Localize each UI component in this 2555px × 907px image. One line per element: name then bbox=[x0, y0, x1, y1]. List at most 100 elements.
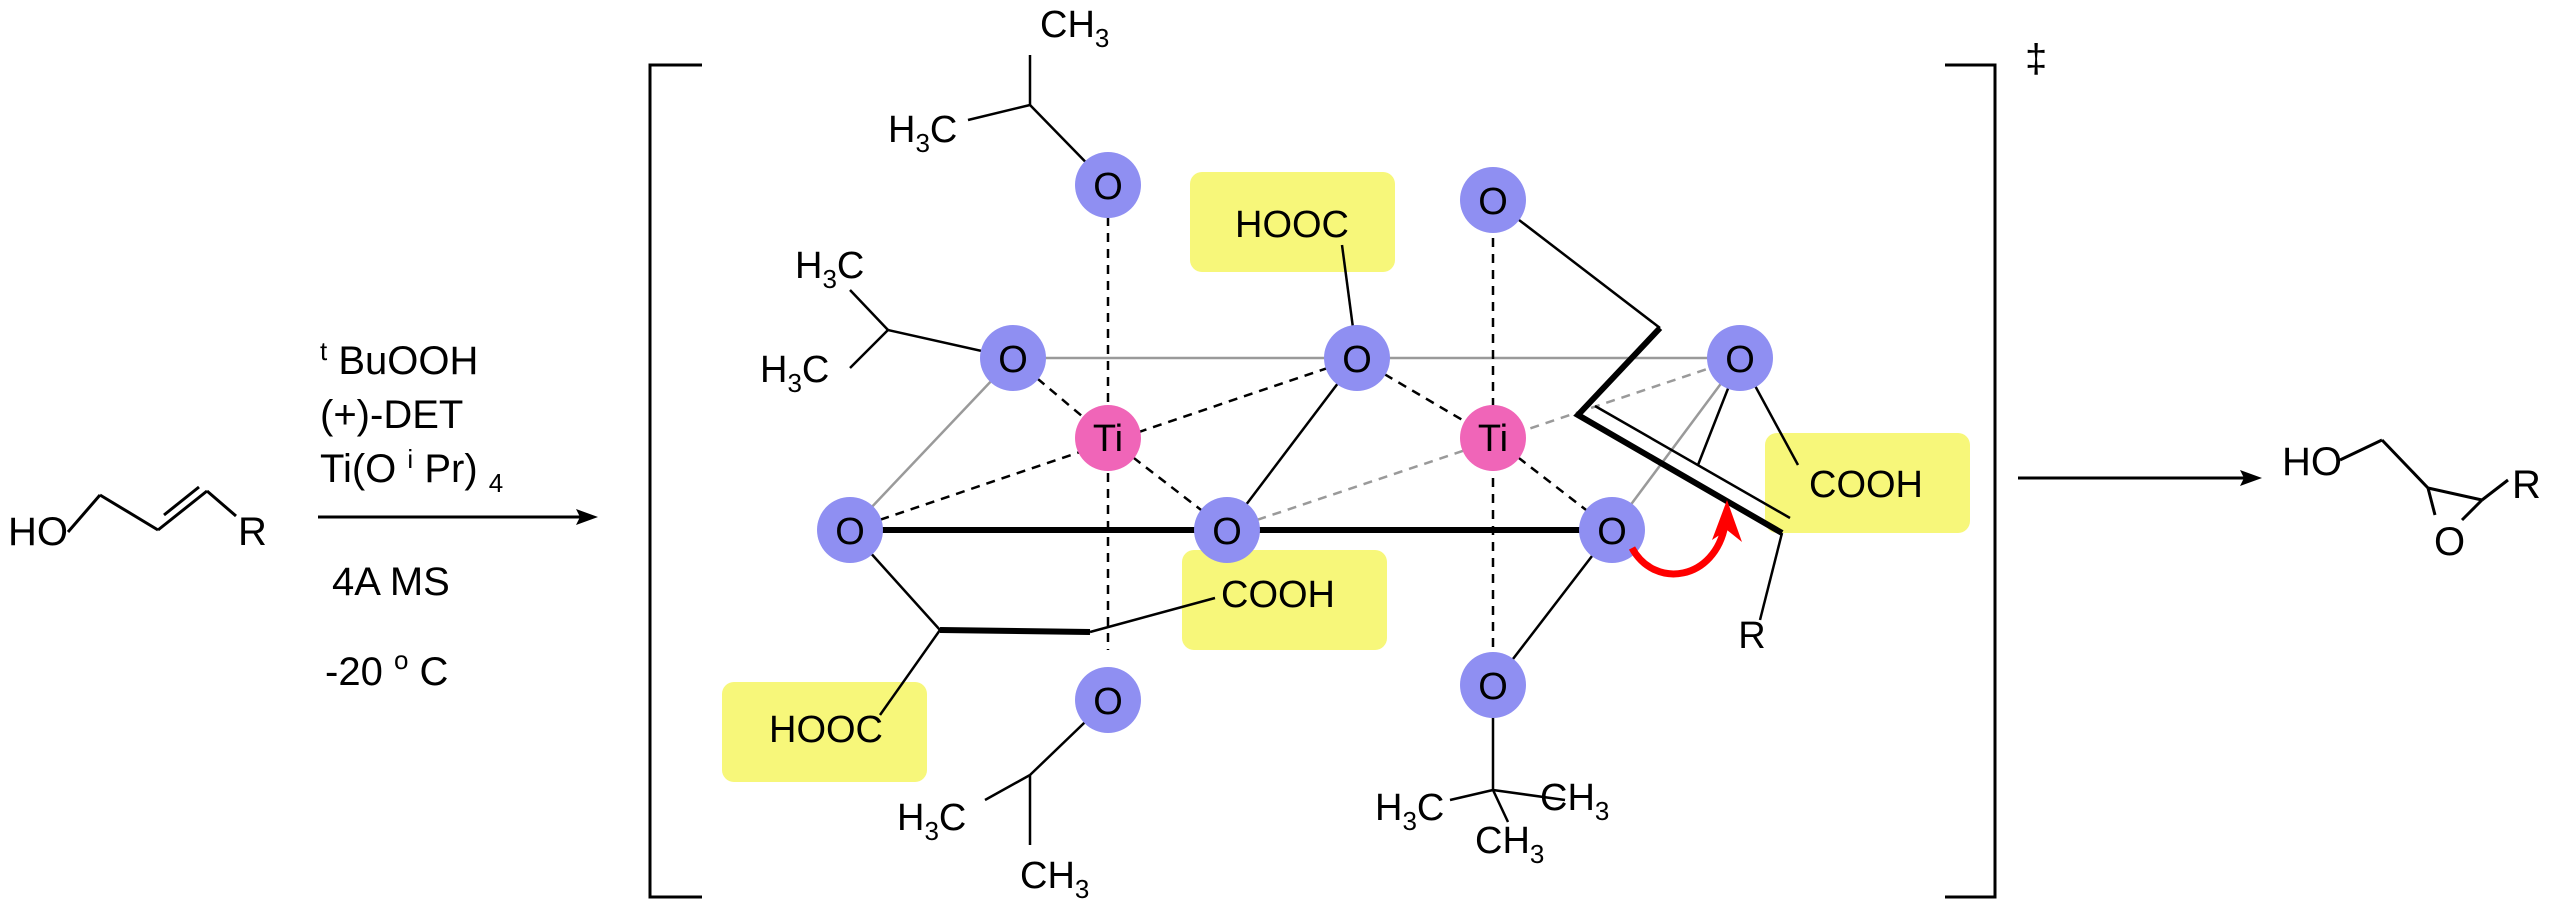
methyl-ch: CH bbox=[1540, 777, 1595, 819]
condition-temperature-post: C bbox=[420, 650, 449, 694]
reactant-double-bond bbox=[157, 489, 208, 532]
dashed-bond-light bbox=[1226, 356, 1741, 532]
r-label-ts: R bbox=[1738, 615, 1765, 657]
cooh-label-right: COOH bbox=[1809, 464, 1923, 506]
reactant-allylic-alcohol: HO R bbox=[8, 485, 267, 554]
reactant-r-label: R bbox=[238, 510, 267, 554]
methyl-label-tbu-right: CH3 bbox=[1540, 777, 1609, 826]
condition-catalyst-pre: Ti(O bbox=[320, 447, 396, 491]
methyl-label-left-2: H3C bbox=[760, 349, 829, 398]
oxygen-label: O bbox=[1212, 511, 1242, 553]
hooc-label-bottom: HOOC bbox=[769, 709, 883, 751]
oxygen-label: O bbox=[1342, 339, 1372, 381]
condition-temperature: -20 o C bbox=[325, 634, 448, 694]
oxygen-atom-peroxide bbox=[1579, 497, 1645, 563]
methyl-label-left-top: H3C bbox=[888, 109, 957, 158]
methyl-ch: CH bbox=[1040, 4, 1095, 46]
alkene-double-bond-inner bbox=[1594, 404, 1791, 520]
titanium-atom-right bbox=[1460, 405, 1526, 471]
methyl-h: H bbox=[897, 797, 924, 839]
product-epoxide-co bbox=[2426, 487, 2437, 516]
reactant-bond bbox=[99, 493, 159, 532]
product-epoxide-co bbox=[2460, 498, 2484, 522]
hooc-label-top: HOOC bbox=[1235, 204, 1349, 246]
methyl-sub: 3 bbox=[822, 264, 836, 294]
product-bond bbox=[2339, 438, 2383, 462]
methyl-h: H bbox=[795, 245, 822, 287]
highlight-box-hooc-bottom bbox=[722, 682, 927, 782]
product-ho-label: HO bbox=[2282, 440, 2342, 484]
methyl-h: H bbox=[888, 109, 915, 151]
methyl-label-left-1: H3C bbox=[795, 245, 864, 294]
oxygen-atom bbox=[1460, 167, 1526, 233]
methyl-c: C bbox=[1417, 787, 1444, 829]
product-bond bbox=[2481, 478, 2509, 502]
condition-catalyst-sub: 4 bbox=[489, 468, 503, 498]
cooh-label-middle: COOH bbox=[1221, 574, 1335, 616]
reactant-bond bbox=[66, 494, 102, 533]
condition-catalyst-mid: Pr) bbox=[424, 447, 477, 491]
methyl-label-top: CH3 bbox=[1040, 4, 1109, 53]
oxygen-atom bbox=[1194, 497, 1260, 563]
oxygen-label: O bbox=[1478, 666, 1508, 708]
methyl-c: C bbox=[939, 797, 966, 839]
product-epoxide-cc bbox=[2427, 486, 2483, 502]
oxygen-atom bbox=[1075, 667, 1141, 733]
oxygen-label: O bbox=[998, 339, 1028, 381]
highlight-box-cooh-right bbox=[1765, 433, 1970, 533]
oxygen-atom bbox=[1324, 325, 1390, 391]
reactant-double-bond-inner bbox=[163, 485, 200, 517]
reactant-bond bbox=[206, 489, 237, 518]
condition-temperature-sup: o bbox=[394, 645, 408, 675]
product-r-label: R bbox=[2512, 463, 2541, 507]
methyl-c: C bbox=[930, 109, 957, 151]
titanium-atoms: Ti Ti bbox=[1075, 405, 1526, 471]
titanium-atom-left bbox=[1075, 405, 1141, 471]
product-bond bbox=[2380, 438, 2430, 490]
oxygen-atom bbox=[1460, 652, 1526, 718]
methyl-ch: CH bbox=[1475, 820, 1530, 862]
condition-sieves: 4A MS bbox=[332, 560, 450, 604]
highlight-box-cooh-middle bbox=[1182, 550, 1387, 650]
methyl-label-tbu-left: H3C bbox=[1375, 787, 1444, 836]
condition-ligand: (+)-DET bbox=[320, 393, 463, 437]
left-bracket bbox=[648, 63, 702, 899]
methyl-h: H bbox=[760, 349, 787, 391]
methyl-sub: 3 bbox=[1095, 23, 1109, 53]
oxygen-label: O bbox=[1478, 181, 1508, 223]
methyl-sub: 3 bbox=[924, 816, 938, 846]
methyl-sub: 3 bbox=[1595, 796, 1609, 826]
product-epoxy-alcohol: HO O R bbox=[2282, 438, 2541, 564]
oxygen-atom bbox=[1707, 325, 1773, 391]
condition-oxidant-superscript: t bbox=[320, 336, 328, 366]
dagger-symbol: ‡ bbox=[2025, 37, 2047, 81]
oxygen-label: O bbox=[1093, 166, 1123, 208]
transition-state: ‡ bbox=[648, 4, 2047, 904]
oxygen-label: O bbox=[835, 511, 865, 553]
oxygen-atom bbox=[1075, 152, 1141, 218]
oxygen-atom bbox=[980, 325, 1046, 391]
condition-oxidant-text: BuOOH bbox=[338, 339, 478, 383]
reaction-arrow-2-head bbox=[2240, 470, 2262, 486]
condition-catalyst: Ti(O i Pr) 4 bbox=[320, 433, 503, 498]
methyl-label-tbu-bottom: CH3 bbox=[1475, 820, 1544, 869]
oxygen-label: O bbox=[1725, 339, 1755, 381]
product-o-label: O bbox=[2434, 520, 2465, 564]
methyl-c: C bbox=[837, 245, 864, 287]
methyl-sub: 3 bbox=[1530, 839, 1544, 869]
methyl-label-bottom-left: H3C bbox=[897, 797, 966, 846]
electron-push-arrowhead bbox=[1712, 500, 1742, 542]
condition-catalyst-sup: i bbox=[407, 444, 413, 474]
oxygen-label: O bbox=[1597, 511, 1627, 553]
methyl-sub: 3 bbox=[787, 368, 801, 398]
oxygen-atom bbox=[817, 497, 883, 563]
right-bracket bbox=[1945, 63, 1997, 899]
titanium-label-right: Ti bbox=[1478, 418, 1508, 460]
titanium-label-left: Ti bbox=[1093, 418, 1123, 460]
oxygen-atoms: O O O O O O O O O O bbox=[817, 152, 1773, 733]
methyl-c: C bbox=[802, 349, 829, 391]
methyl-sub: 3 bbox=[1402, 806, 1416, 836]
condition-oxidant: t BuOOH bbox=[320, 325, 478, 383]
methyl-sub: 3 bbox=[915, 128, 929, 158]
